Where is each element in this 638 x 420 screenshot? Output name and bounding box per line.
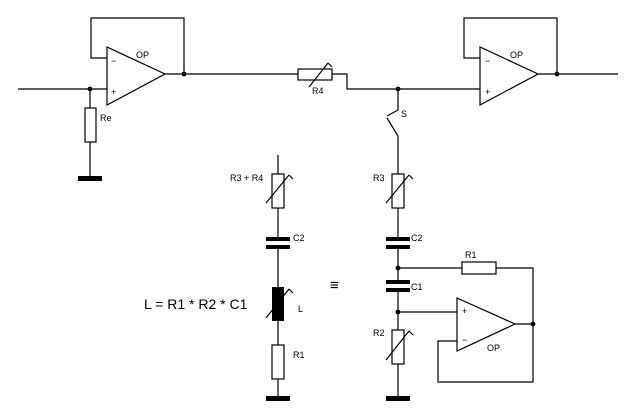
capacitor-c2-plate [266, 245, 290, 249]
op-amp-top-left: OP − + [106, 46, 167, 107]
plus-sign: + [111, 87, 116, 97]
variable-arrow-icon [308, 62, 333, 88]
capacitor-c1-plate [386, 280, 410, 284]
capacitor-c2-label: C2 [293, 233, 305, 243]
wire [496, 267, 534, 324]
feedback-wire-top-right [463, 17, 558, 74]
switch-blade [386, 117, 399, 137]
op-amp-label: OP [510, 50, 523, 60]
resistor-r3-label: R3 [373, 173, 385, 183]
resistor-r3-plus-r4-label: R3 + R4 [230, 173, 263, 183]
minus-sign: − [485, 56, 490, 66]
resistor-r2 [391, 329, 405, 365]
resistor-r1-label: R1 [293, 350, 305, 360]
capacitor-c1-plate [386, 288, 410, 292]
resistor-r2-label: R2 [373, 328, 385, 338]
capacitor-c2-plate [386, 245, 410, 249]
inductance-formula: L = R1 * R2 * C1 [144, 296, 248, 312]
resistor-r3-plus-r4 [271, 173, 285, 209]
minus-sign: − [462, 335, 467, 345]
op-amp-label: OP [136, 50, 149, 60]
variable-arrow-icon [265, 174, 294, 204]
ground-symbol [386, 396, 410, 401]
variable-arrow-icon [265, 288, 294, 319]
inductor-l [272, 287, 284, 321]
variable-arrow-icon [385, 330, 414, 361]
resistor-re-label: Re [100, 113, 112, 123]
resistor-r1 [271, 344, 285, 380]
capacitor-c2-label: C2 [411, 233, 423, 243]
ground-symbol [78, 176, 102, 181]
resistor-r4 [297, 68, 333, 81]
switch-contact [386, 109, 399, 117]
switch-label: S [401, 109, 407, 119]
inductor-label: L [298, 304, 303, 314]
feedback-wire-top-left [90, 17, 185, 74]
op-amp-bottom: OP + − [456, 297, 517, 353]
ground-symbol [266, 396, 290, 401]
feedback-wire-bottom [437, 324, 534, 383]
capacitor-c1-label: C1 [411, 282, 423, 292]
resistor-r3 [391, 173, 405, 209]
wire [332, 73, 483, 90]
resistor-r1 [461, 261, 497, 275]
variable-arrow-icon [385, 174, 414, 204]
minus-sign: − [111, 56, 116, 66]
capacitor-c2-plate [386, 237, 410, 241]
plus-sign: + [485, 87, 490, 97]
plus-sign: + [462, 306, 467, 316]
equivalence-sign: ≡ [330, 277, 339, 294]
resistor-r4-label: R4 [312, 86, 324, 96]
resistor-re [84, 107, 97, 143]
op-amp-label: OP [487, 343, 500, 353]
resistor-r1-label: R1 [465, 250, 477, 260]
capacitor-c2-plate [266, 237, 290, 241]
op-amp-top-right: OP − + [479, 46, 540, 107]
